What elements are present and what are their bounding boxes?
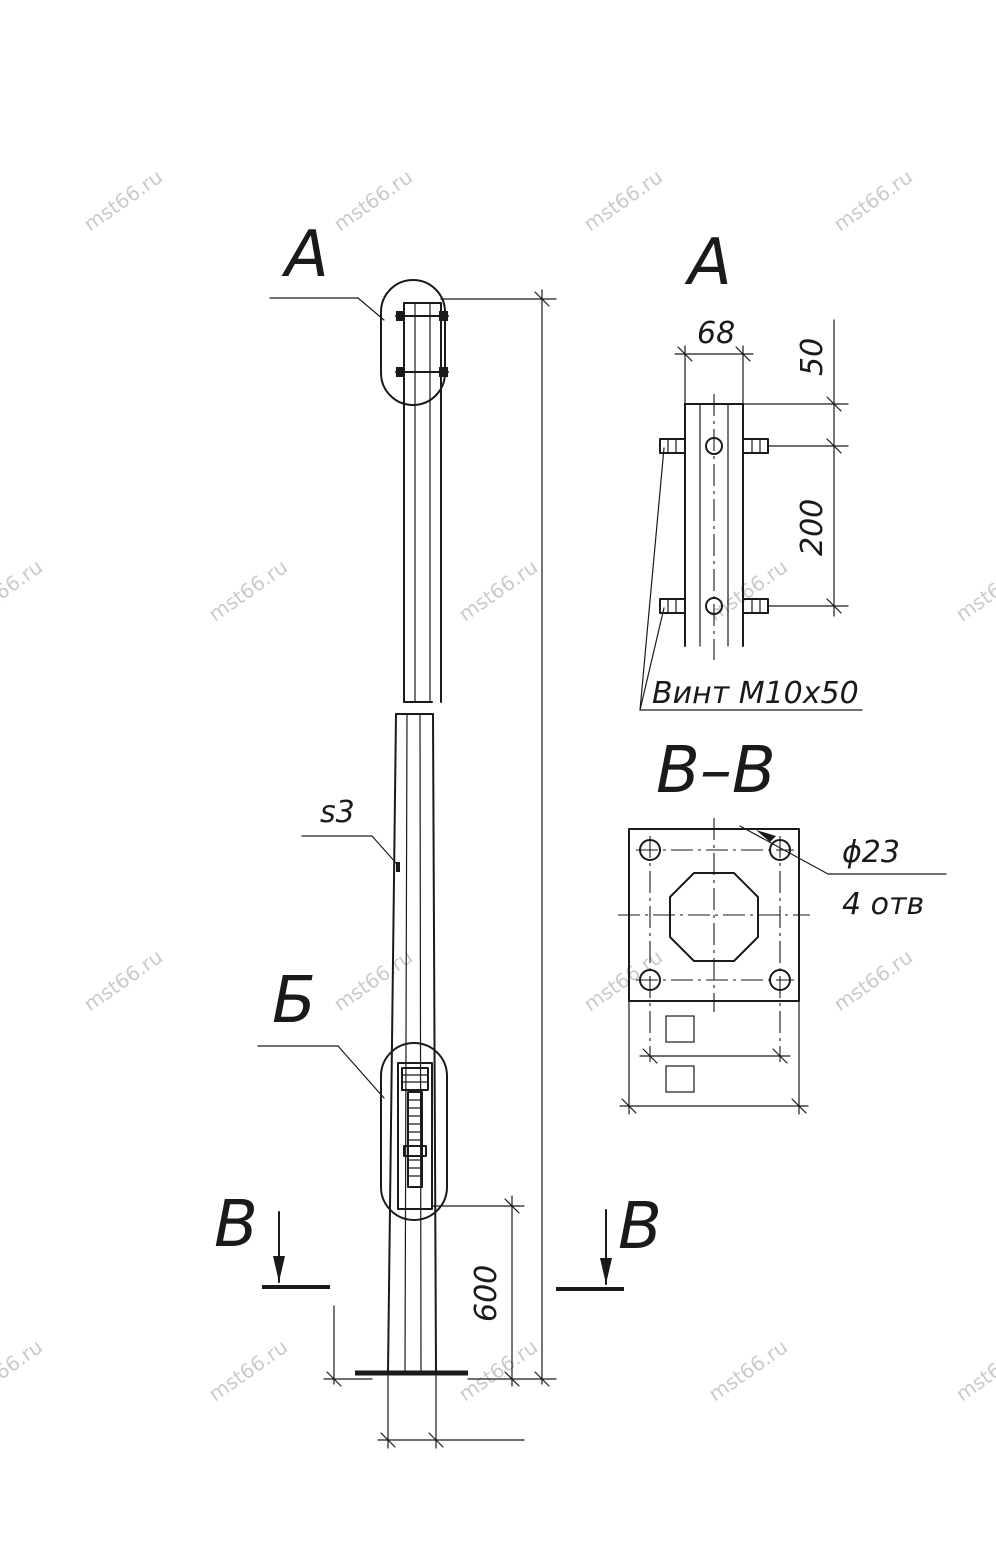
detail-a-callout-oval bbox=[380, 279, 446, 406]
dimension-value-box bbox=[665, 1015, 695, 1043]
dimension-68: 68 bbox=[674, 316, 754, 405]
detail-a-bolt-lower bbox=[659, 597, 769, 615]
watermark: mst66.ru bbox=[454, 555, 542, 627]
watermark: mst66.ru bbox=[329, 165, 417, 237]
watermark: mst66.ru bbox=[951, 555, 996, 627]
section-mark-right-label: В bbox=[618, 1190, 662, 1264]
watermark: mst66.ru bbox=[0, 555, 47, 627]
view-b-callout-label: Б bbox=[272, 964, 316, 1038]
hatch-lock-screw bbox=[403, 1091, 427, 1188]
watermark: mst66.ru bbox=[79, 945, 167, 1017]
detail-a-view: A bbox=[639, 226, 863, 711]
pole-octagon bbox=[669, 872, 759, 962]
view-a-title: A bbox=[684, 226, 732, 300]
watermark: mst66.ru bbox=[79, 165, 167, 237]
overall-height-dimension bbox=[440, 289, 557, 1387]
hole-diameter-label: ϕ23 bbox=[842, 835, 900, 870]
watermark: mst66.ru bbox=[0, 1335, 47, 1407]
width-68-label: 68 bbox=[697, 316, 735, 351]
screw-leader: Винт М10х50 bbox=[639, 447, 863, 711]
base-width-dimension bbox=[323, 1305, 373, 1387]
dimension-600: 600 bbox=[431, 1195, 525, 1387]
dimension-value-box bbox=[665, 1065, 695, 1093]
section-dimensions bbox=[619, 1000, 809, 1115]
section-mark-left-label: В bbox=[214, 1188, 258, 1262]
watermark: mst66.ru bbox=[204, 555, 292, 627]
watermark: mst66.ru bbox=[704, 1335, 792, 1407]
section-mark-left: В bbox=[214, 1188, 330, 1289]
top-50-label: 50 bbox=[795, 338, 830, 376]
spacing-200-label: 200 bbox=[795, 499, 830, 556]
height-600-label: 600 bbox=[469, 1265, 504, 1322]
watermark: mst66.ru bbox=[829, 165, 917, 237]
hole-leader: ϕ23 4 отв bbox=[739, 825, 947, 922]
dimension-50-200: 50 200 bbox=[742, 319, 849, 617]
watermark: mst66.ru bbox=[454, 1335, 542, 1407]
pole-top-bolts bbox=[395, 311, 449, 377]
screw-note: Винт М10х50 bbox=[652, 676, 859, 711]
watermark: mst66.ru bbox=[204, 1335, 292, 1407]
view-a-callout-label: A bbox=[281, 218, 329, 292]
thickness-marker bbox=[396, 862, 400, 872]
watermark: mst66.ru bbox=[579, 165, 667, 237]
hatch-door bbox=[397, 1062, 433, 1210]
watermark: mst66.ru bbox=[951, 1335, 996, 1407]
watermark: mst66.ru bbox=[829, 945, 917, 1017]
section-vv-view: В–В ϕ23 4 отв bbox=[618, 734, 947, 1115]
thickness-label: s3 bbox=[320, 795, 355, 830]
watermark: mst66.ru bbox=[704, 555, 792, 627]
section-mark-right: В bbox=[556, 1190, 662, 1291]
section-vv-title: В–В bbox=[656, 734, 776, 808]
watermark: mst66.ru bbox=[329, 945, 417, 1017]
detail-b-callout-oval bbox=[380, 1042, 448, 1221]
bottom-diameter-dimension bbox=[377, 1375, 525, 1449]
pole-upper-section bbox=[403, 302, 442, 703]
watermarks: mst66.ru mst66.ru mst66.ru mst66.ru mst6… bbox=[0, 165, 996, 1407]
hole-count-label: 4 отв bbox=[842, 887, 924, 922]
pole-main-view: A s3 Б В В bbox=[214, 218, 662, 1449]
